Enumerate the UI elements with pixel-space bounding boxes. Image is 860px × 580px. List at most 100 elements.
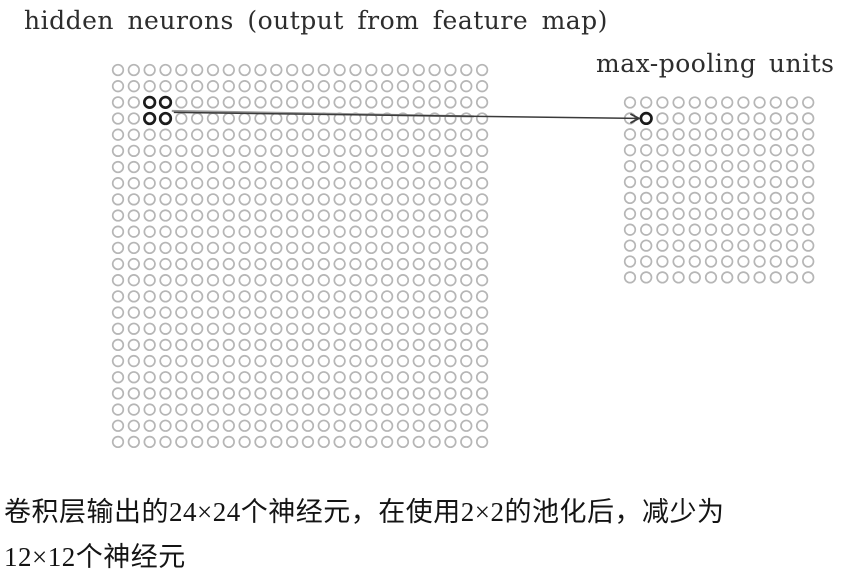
hidden-neuron-circle bbox=[444, 306, 457, 319]
hidden-neuron-circle bbox=[238, 371, 251, 384]
hidden-neuron-circle bbox=[127, 354, 140, 368]
pooling-unit-circle bbox=[672, 239, 685, 252]
hidden-neuron-circle bbox=[285, 403, 299, 416]
hidden-neuron-circle bbox=[349, 322, 362, 335]
hidden-neuron-circle bbox=[111, 193, 125, 206]
hidden-neuron-circle bbox=[428, 193, 441, 206]
hidden-neuron-circle bbox=[190, 112, 204, 125]
hidden-neuron-circle bbox=[111, 128, 125, 141]
hidden-neuron-circle bbox=[333, 160, 346, 174]
pooling-unit-circle bbox=[802, 207, 815, 220]
hidden-neuron-circle bbox=[238, 177, 251, 190]
hidden-neuron-circle bbox=[111, 241, 125, 255]
hidden-neuron-circle bbox=[254, 257, 267, 271]
hidden-neuron-circle bbox=[412, 371, 425, 384]
hidden-neuron-circle bbox=[285, 193, 299, 206]
hidden-neuron-circle bbox=[428, 241, 441, 255]
pooling-unit-circle bbox=[769, 239, 782, 252]
hidden-neuron-circle bbox=[143, 371, 156, 384]
hidden-neuron-circle bbox=[175, 80, 188, 93]
hidden-neuron-circle bbox=[475, 241, 489, 255]
hidden-neuron-circle bbox=[365, 387, 378, 400]
hidden-neuron-circle bbox=[143, 193, 156, 206]
hidden-neuron-circle bbox=[317, 306, 330, 319]
hidden-neuron-circle bbox=[301, 63, 315, 77]
hidden-neuron-circle bbox=[222, 209, 235, 222]
hidden-neuron-circle bbox=[428, 144, 441, 158]
hidden-neuron-circle bbox=[254, 274, 267, 287]
hidden-neuron-circle bbox=[190, 160, 204, 174]
pooling-unit-circle bbox=[721, 175, 734, 189]
hidden-neuron-circle bbox=[365, 209, 378, 222]
hidden-neuron-circle bbox=[475, 193, 489, 206]
hidden-neuron-circle bbox=[285, 257, 299, 271]
pooling-unit-circle bbox=[753, 144, 766, 157]
hidden-neuron-circle bbox=[159, 306, 172, 319]
hidden-neuron-circle bbox=[206, 257, 220, 271]
hidden-neuron-circle bbox=[428, 435, 441, 449]
hidden-neuron-circle bbox=[175, 257, 188, 271]
hidden-neuron-circle bbox=[444, 96, 457, 109]
hidden-neuron-circle bbox=[301, 419, 315, 432]
hidden-neuron-circle bbox=[190, 435, 204, 449]
hidden-neuron-circle bbox=[317, 96, 330, 109]
hidden-neuron-circle bbox=[190, 80, 204, 93]
hidden-neuron-circle bbox=[159, 128, 172, 141]
hidden-neuron-circle bbox=[460, 322, 473, 335]
hidden-neuron-circle bbox=[444, 274, 457, 287]
hidden-neuron-circle bbox=[475, 306, 489, 319]
hidden-neuron-circle bbox=[365, 225, 378, 238]
hidden-neuron-circle bbox=[475, 403, 489, 416]
hidden-neuron-circle bbox=[175, 225, 188, 238]
hidden-neuron-circle bbox=[444, 160, 457, 174]
hidden-neuron-circle bbox=[238, 112, 251, 125]
hidden-neuron-circle bbox=[396, 371, 410, 384]
pooling-unit-circle bbox=[672, 191, 685, 205]
hidden-neuron-circle bbox=[175, 354, 188, 368]
hidden-neuron-circle bbox=[270, 225, 283, 238]
hidden-neuron-circle bbox=[475, 96, 489, 109]
hidden-neuron-circle bbox=[238, 241, 251, 255]
hidden-neuron-circle bbox=[349, 290, 362, 303]
hidden-neuron-circle bbox=[317, 387, 330, 400]
hidden-neuron-circle bbox=[333, 241, 346, 255]
hidden-neuron-circle bbox=[127, 435, 140, 449]
hidden-neuron-circle bbox=[143, 435, 156, 449]
pooling-unit-circle bbox=[753, 175, 766, 189]
hidden-neuron-circle bbox=[206, 338, 220, 352]
pooling-unit-circle bbox=[721, 159, 734, 173]
hidden-neuron-circle bbox=[349, 354, 362, 368]
hidden-neuron-circle bbox=[380, 80, 394, 93]
hidden-neuron-circle bbox=[190, 387, 204, 400]
hidden-neuron-circle bbox=[254, 144, 267, 158]
hidden-neuron-circle bbox=[127, 241, 140, 255]
hidden-neuron-circle bbox=[365, 290, 378, 303]
hidden-neuron-circle bbox=[222, 290, 235, 303]
pooling-unit-circle bbox=[753, 191, 766, 205]
pooling-unit-circle bbox=[688, 96, 701, 109]
pooling-unit-circle bbox=[656, 223, 669, 236]
hidden-neuron-circle bbox=[127, 290, 140, 303]
hidden-neuron-circle bbox=[254, 209, 267, 222]
pooling-unit-circle bbox=[688, 112, 701, 125]
pooling-unit-circle bbox=[737, 144, 750, 157]
hidden-neuron-circle bbox=[127, 112, 140, 125]
hidden-neuron-circle bbox=[285, 387, 299, 400]
pooling-unit-circle bbox=[672, 223, 685, 236]
pooling-unit-circle bbox=[737, 128, 750, 141]
pooling-unit-circle bbox=[688, 223, 701, 236]
hidden-neuron-circle bbox=[222, 371, 235, 384]
hidden-neuron-circle bbox=[143, 257, 156, 271]
hidden-neuron-circle bbox=[270, 419, 283, 432]
hidden-neuron-circle bbox=[396, 209, 410, 222]
hidden-neuron-circle bbox=[475, 177, 489, 190]
hidden-neuron-circle bbox=[127, 160, 140, 174]
hidden-neuron-circle bbox=[444, 419, 457, 432]
pooling-unit-circle bbox=[688, 191, 701, 205]
hidden-neuron-circle bbox=[127, 274, 140, 287]
hidden-neuron-circle bbox=[190, 225, 204, 238]
hidden-neuron-circle bbox=[159, 241, 172, 255]
pooling-unit-circle bbox=[737, 255, 750, 268]
hidden-neuron-circle bbox=[301, 128, 315, 141]
pooling-unit-circle bbox=[785, 207, 799, 220]
